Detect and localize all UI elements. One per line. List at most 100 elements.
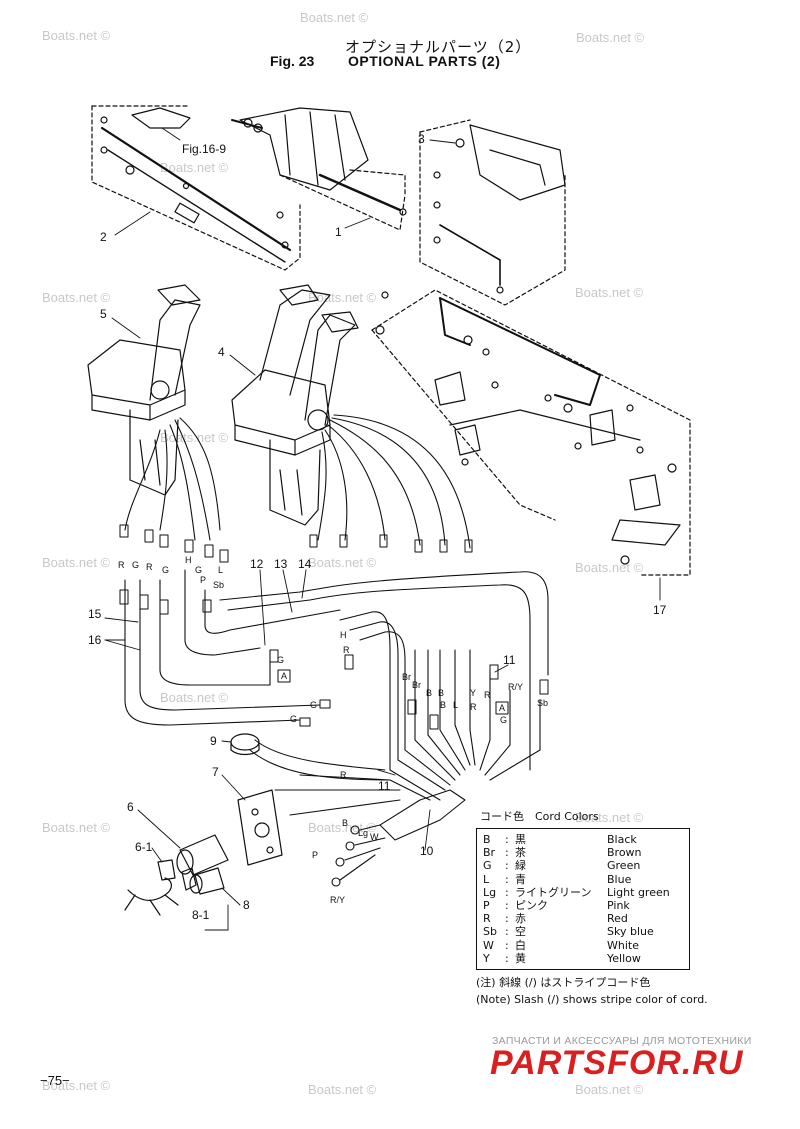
callout-12: 12 [250, 557, 264, 571]
leader-lines [104, 127, 661, 931]
color-name-en: Black [607, 833, 637, 846]
wire-label: G [132, 560, 140, 570]
wire-label: R [118, 560, 125, 570]
watermark: Boats.net © [42, 820, 111, 835]
wire-label: H [185, 555, 192, 565]
watermark: Boats.net © [160, 160, 229, 175]
color-code: B [483, 833, 491, 846]
watermark: Boats.net © [42, 555, 111, 570]
color-code: R [483, 912, 491, 926]
watermark: Boats.net © [160, 690, 229, 705]
buzzer-9 [230, 733, 260, 756]
wire-label: G [277, 655, 285, 665]
wire-label: B [342, 818, 349, 828]
wire-label: Y [470, 688, 477, 698]
wire-label: W [370, 832, 379, 842]
ref-a: A [499, 703, 506, 713]
callout-3: 3 [418, 132, 425, 146]
watermark: Boats.net © [42, 290, 111, 305]
site-logo[interactable]: PARTSFOR.RU [490, 1044, 744, 1082]
color-name-en: White [607, 938, 639, 952]
wire-label: B [438, 688, 445, 698]
color-name-jp: 白 [515, 938, 526, 952]
site-tagline: ЗАПЧАСТИ И АКСЕССУАРЫ ДЛЯ МОТОТЕХНИКИ [492, 1035, 752, 1047]
wire-label: R [484, 690, 491, 700]
color-name-jp: ピンク [515, 899, 548, 913]
callout-13: 13 [274, 557, 288, 571]
color-name-jp: ライトグリーン [515, 885, 592, 899]
watermark: Boats.net © [308, 1082, 377, 1097]
main-switch-6 [157, 834, 229, 881]
callout-8: 8 [243, 898, 250, 912]
wire-label: R [470, 702, 477, 712]
color-name-jp: 黒 [515, 833, 526, 846]
legend-title: コード色 Cord Colors [480, 810, 599, 823]
ref-a: A [281, 671, 288, 681]
color-name-jp: 茶 [515, 846, 526, 860]
wire-label: H [340, 630, 347, 640]
color-name-jp: 青 [515, 872, 526, 886]
wire-label: B [440, 700, 447, 710]
switch-panel-7 [237, 789, 283, 866]
wire-label: G [500, 715, 508, 725]
watermark: Boats.net © [300, 10, 369, 25]
watermark: Boats.net © [575, 285, 644, 300]
color-name-en: Yellow [607, 951, 641, 965]
wire-label: P [312, 850, 319, 860]
wire-label: L [453, 700, 459, 710]
watermark: Boats.net © [42, 28, 111, 43]
color-name-en: Pink [607, 899, 630, 913]
wire-label: B [426, 688, 433, 698]
wire-label: Sb [213, 580, 225, 590]
wiring-harness [124, 414, 549, 887]
color-code: W [483, 938, 494, 952]
cable-bracket-3 [419, 119, 566, 306]
fig-reference: Fig.16-9 [182, 142, 227, 156]
color-name-en: Green [607, 859, 641, 873]
wire-label: R [340, 770, 347, 780]
callout-14: 14 [298, 557, 312, 571]
wire-label: Lg [358, 828, 369, 838]
wire-label: Br [402, 672, 411, 682]
wire-label: R/Y [330, 895, 346, 905]
wire-label: R [343, 645, 350, 655]
watermark: Boats.net © [575, 810, 644, 825]
callout-6-1: 6-1 [135, 840, 153, 854]
legend-note-japanese: (注) 斜線 (/) はストライプコード色 [476, 976, 651, 990]
legend-note-english: (Note) Slash (/) shows stripe color of c… [476, 993, 708, 1007]
callout-11: 11 [378, 779, 391, 793]
wire-label: G [195, 565, 203, 575]
mounting-bracket-17 [371, 289, 691, 576]
color-name-en: Brown [607, 846, 642, 860]
callout-11: 11 [503, 653, 516, 667]
callout-9: 9 [210, 734, 217, 748]
color-code: Lg [483, 885, 497, 899]
figure-title-japanese: オプショナルパーツ（2） [345, 38, 532, 56]
remote-control-box-5 [87, 284, 201, 496]
wire-label: G [310, 700, 318, 710]
callout-17: 17 [653, 603, 667, 617]
wire-label: G [290, 714, 298, 724]
callout-2: 2 [100, 230, 107, 244]
color-name-jp: 赤 [515, 912, 526, 926]
cable-mount-1 [231, 107, 407, 231]
color-name-en: Blue [607, 872, 632, 886]
color-code: P [483, 899, 490, 913]
callout-1: 1 [335, 225, 342, 239]
watermark: Boats.net © [308, 555, 377, 570]
remote-control-box-4 [231, 284, 359, 526]
color-name-jp: 空 [515, 925, 526, 939]
watermark: Boats.net © [42, 1078, 111, 1093]
wire-label: G [162, 565, 170, 575]
wire-label: P [200, 575, 207, 585]
color-code: Sb [483, 925, 497, 939]
color-name-jp: 緑 [515, 859, 526, 873]
